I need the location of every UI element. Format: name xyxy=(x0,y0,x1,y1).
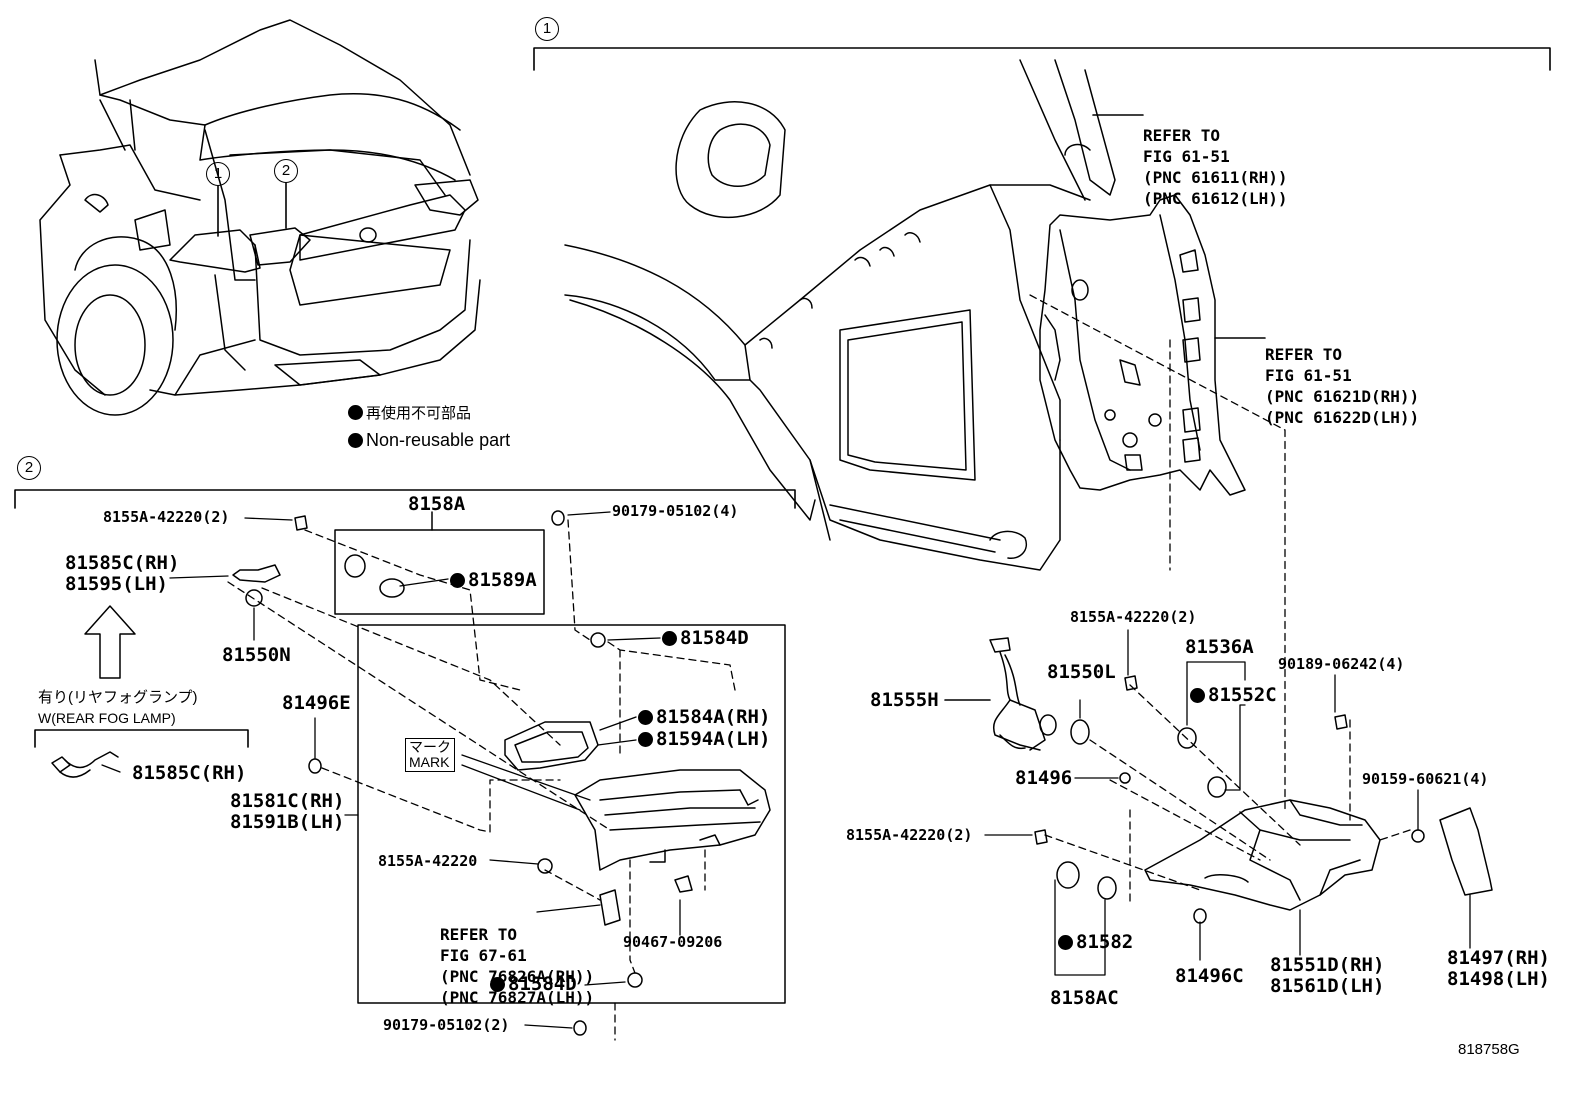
non-reusable-dot-icon xyxy=(662,631,677,646)
figure-id: 818758G xyxy=(1458,1041,1520,1058)
part-81550N: 81550N xyxy=(222,644,291,666)
non-reusable-dot-icon xyxy=(490,977,505,992)
part-81584A-RH: 81584A(RH) xyxy=(638,707,770,728)
vehicle-marker-2: 2 xyxy=(274,159,298,183)
combination-lamp-rh xyxy=(1144,799,1381,911)
part-81536A: 81536A xyxy=(1185,636,1254,658)
part-81585C-RH: 81585C(RH) xyxy=(65,552,180,574)
part-81591B-LH: 81591B(LH) xyxy=(230,811,345,833)
quarter-panel xyxy=(564,59,1116,571)
gasket-81584A xyxy=(504,721,599,771)
part-81585C-RH-fog: 81585C(RH) xyxy=(132,762,247,784)
part-81561D-LH: 81561D(LH) xyxy=(1270,975,1385,997)
non-reusable-dot-icon xyxy=(348,433,363,448)
up-arrow xyxy=(84,605,136,679)
part-81498-LH: 81498(LH) xyxy=(1447,968,1550,990)
inner-lamp-rh xyxy=(574,769,771,871)
vehicle-rear-view xyxy=(39,19,481,416)
part-81582: 81582 xyxy=(1058,932,1133,953)
legend-en: Non-reusable part xyxy=(348,430,510,450)
harness-81555H xyxy=(989,637,1057,751)
part-90467-09206: 90467-09206 xyxy=(623,933,723,951)
part-81589A: 81589A xyxy=(450,570,537,591)
section-1-marker: 1 xyxy=(535,17,559,41)
section-1-bracket xyxy=(533,47,1551,71)
part-81595-LH: 81595(LH) xyxy=(65,573,168,595)
part-8155A-42220-2-b: 8155A-42220(2) xyxy=(1070,608,1197,626)
part-90179-05102-2: 90179-05102(2) xyxy=(383,1016,510,1034)
non-reusable-dot-icon xyxy=(348,405,363,420)
non-reusable-dot-icon xyxy=(638,732,653,747)
non-reusable-dot-icon xyxy=(450,573,465,588)
part-81496C: 81496C xyxy=(1175,965,1244,987)
part-81551D-RH: 81551D(RH) xyxy=(1270,954,1385,976)
part-81550L: 81550L xyxy=(1047,661,1116,683)
vehicle-marker-1: 1 xyxy=(206,162,230,186)
part-81552C: 81552C xyxy=(1190,685,1277,706)
part-8155A-42220-2-a: 8155A-42220(2) xyxy=(103,508,230,526)
part-90189-06242-4: 90189-06242(4) xyxy=(1278,655,1405,673)
rear-fog-en: W(REAR FOG LAMP) xyxy=(38,710,176,726)
part-81496E: 81496E xyxy=(282,692,351,714)
box-8158A xyxy=(334,511,545,615)
part-81584D-top: 81584D xyxy=(662,628,749,649)
part-81594A-LH: 81594A(LH) xyxy=(638,729,770,750)
part-81584D-bottom: 81584D xyxy=(490,974,577,995)
part-8158AC: 8158AC xyxy=(1050,987,1119,1009)
lens-81497 xyxy=(1439,807,1493,896)
part-8158A: 8158A xyxy=(408,493,466,515)
non-reusable-dot-icon xyxy=(1190,688,1205,703)
fog-harness xyxy=(51,751,119,778)
non-reusable-dot-icon xyxy=(638,710,653,725)
inner-panel xyxy=(1039,194,1246,496)
section-2-marker: 2 xyxy=(17,456,41,480)
part-81581C-RH: 81581C(RH) xyxy=(230,790,345,812)
part-81496: 81496 xyxy=(1015,767,1073,789)
part-8155A-42220: 8155A-42220 xyxy=(378,852,478,870)
part-90159-60621-4: 90159-60621(4) xyxy=(1362,770,1489,788)
leaders-1 xyxy=(984,629,1471,976)
part-81555H: 81555H xyxy=(870,689,939,711)
leaders-2 xyxy=(101,511,681,1029)
legend-jp: 再使用不可部品 xyxy=(348,404,471,424)
box-inner-lamp xyxy=(357,624,786,1004)
non-reusable-dot-icon xyxy=(1058,935,1073,950)
rear-fog-jp: 有り(リヤフォグランプ) xyxy=(38,689,198,706)
dashed-leaders-1 xyxy=(1029,294,1411,906)
section-2-bracket xyxy=(14,489,796,509)
dashed-leaders-2 xyxy=(227,519,736,1041)
part-90179-05102-4: 90179-05102(4) xyxy=(612,502,739,520)
part-8155A-42220-2-c: 8155A-42220(2) xyxy=(846,826,973,844)
part-81497-RH: 81497(RH) xyxy=(1447,947,1550,969)
small-parts-1 xyxy=(1034,675,1425,924)
